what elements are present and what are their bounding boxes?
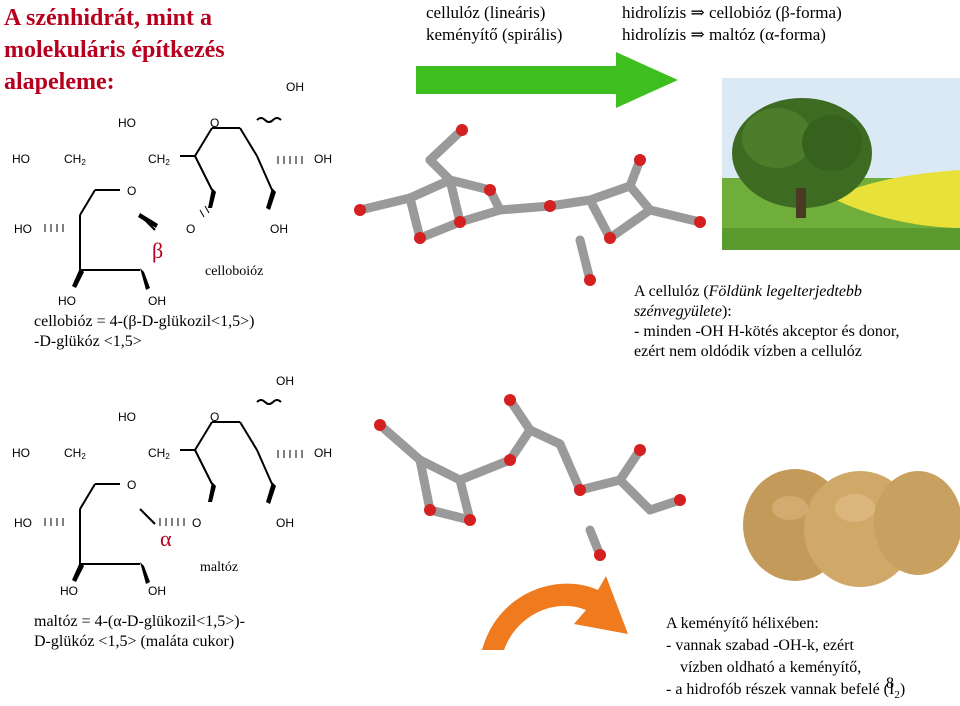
cello-ch2-b: CH2 (148, 152, 170, 167)
title-line-3: alapeleme: (4, 69, 115, 95)
header-right-line-1: hidrolízis ⇒ cellobióz (β-forma) (622, 3, 842, 22)
malt-ho-bottom: HO (60, 584, 78, 598)
malt-formula-line-1: maltóz = 4-(α-D-glükozil<1,5>)- (34, 613, 245, 630)
malt-ho-top: HO (118, 410, 136, 424)
potato-photo (743, 469, 960, 587)
maltose-structure (44, 399, 303, 584)
tree-photo (722, 78, 960, 250)
cello-name-label: celloboióz (205, 264, 264, 279)
orange-curved-arrow-icon (482, 576, 628, 650)
cello-o-link: O (186, 222, 196, 236)
cello-o-ring-top: O (210, 116, 220, 130)
cellulose-text-line-1: A cellulóz (Földünk legelterjedtebb (634, 283, 862, 300)
malt-formula-line-2: D-glükóz <1,5> (maláta cukor) (34, 633, 235, 650)
malt-name-label: maltóz (200, 560, 239, 575)
malt-o-ring-bottom: O (127, 478, 137, 492)
cellulose-text-line-3: - minden -OH H-kötés akceptor és donor, (634, 323, 900, 340)
page-number: 8 (886, 675, 894, 692)
cello-o-ring-bottom: O (127, 184, 137, 198)
cello-oh-bottom: OH (148, 294, 166, 308)
cello-oh-top: OH (286, 80, 304, 94)
cello-ho-top: HO (118, 116, 136, 130)
cello-oh-right: OH (314, 152, 332, 166)
starch-text-line-3: vízben oldható a keményítő, (680, 659, 862, 676)
cellobiose-structure (44, 117, 303, 290)
header-left: cellulóz (lineáris) keményítő (spirális) (426, 2, 562, 46)
malt-ho-ring: HO (14, 516, 32, 530)
malt-oh-bottom: OH (148, 584, 166, 598)
cello-formula-line-1: cellobióz = 4-(β-D-glükozil<1,5>) (34, 313, 255, 330)
cellulose-3d-model (354, 124, 706, 286)
starch-text-line-2: - vannak szabad -OH-k, ezért (666, 637, 854, 654)
malt-oh-right: OH (314, 446, 332, 460)
malt-o-ring-top: O (210, 410, 220, 424)
cello-ho-bottom: HO (58, 294, 76, 308)
starch-helix-model (374, 394, 686, 561)
cello-ch2-a: CH2 (64, 152, 86, 167)
malt-oh-ring-right: OH (276, 516, 294, 530)
cello-ho-ring: HO (14, 222, 32, 236)
malt-ch2-b: CH2 (148, 446, 170, 461)
malt-alpha-symbol: α (160, 526, 172, 551)
header-left-line-2: keményítő (spirális) (426, 25, 563, 44)
title-line-2: molekuláris építkezés (4, 37, 225, 63)
cello-oh-ring-right: OH (270, 222, 288, 236)
cello-ho-left: HO (12, 152, 30, 166)
starch-text-line-1: A keményítő hélixében: (666, 615, 819, 632)
malt-o-link: O (192, 516, 202, 530)
header-left-line-1: cellulóz (lineáris) (426, 3, 546, 22)
malt-oh-top: OH (276, 374, 294, 388)
cellulose-text-line-4: ezért nem oldódik vízben a cellulóz (634, 343, 862, 360)
malt-ho-left: HO (12, 446, 30, 460)
cello-beta-symbol: β (152, 238, 164, 263)
cello-formula-line-2: -D-glükóz <1,5> (34, 333, 142, 350)
green-arrow-icon (416, 52, 678, 108)
header-right-line-2: hidrolízis ⇒ maltóz (α-forma) (622, 25, 826, 44)
slide-title: A szénhidrát, mint a molekuláris építkez… (4, 2, 294, 98)
malt-ch2-a: CH2 (64, 446, 86, 461)
starch-text-line-4: - a hidrofób részek vannak befelé (I2) (666, 681, 906, 701)
cellulose-text-line-2: szénvegyülete): (634, 303, 732, 320)
title-line-1: A szénhidrát, mint a (4, 5, 213, 31)
header-right: hidrolízis ⇒ cellobióz (β-forma) hidrolí… (622, 2, 842, 46)
